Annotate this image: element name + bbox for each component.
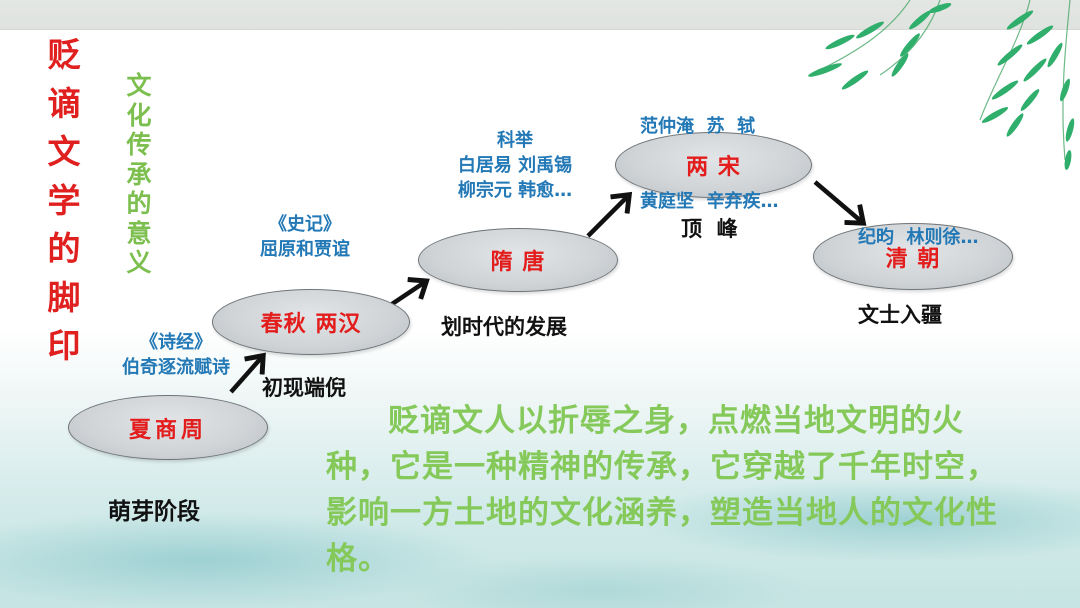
note-shiji-title: 《史记》: [269, 214, 341, 235]
title-char: 印: [47, 326, 81, 365]
stage-label-xia: 萌芽阶段: [108, 499, 200, 525]
top-banner-strip: [0, 0, 1080, 30]
era-chunqiu-lianghan: 春秋 两汉: [212, 289, 410, 355]
stage-label-qing: 文士入疆: [858, 303, 942, 327]
note-shijing-title: 《诗经》: [140, 332, 212, 353]
title-char: 脚: [47, 277, 81, 317]
subtitle-vertical: 文 化 传 承 的 意 义: [124, 73, 154, 280]
subtitle-char: 传: [126, 130, 152, 159]
note-song-poets: 范仲淹 苏 轼 黄庭坚 辛弃疾…: [640, 64, 820, 264]
note-shijing: 《诗经》 伯奇逐流赋诗: [96, 330, 256, 380]
stage-label-sui-tang: 划时代的发展: [441, 315, 567, 339]
title-char: 谪: [47, 83, 81, 123]
note-shijing-desc: 伯奇逐流赋诗: [122, 357, 230, 378]
era-sui-tang: 隋 唐: [418, 228, 618, 292]
willow-branches-decoration: [808, 0, 1075, 170]
stage-label-chunqiu: 初现端倪: [262, 376, 346, 400]
note-song-line1: 范仲淹 苏 轼: [640, 116, 756, 137]
summary-paragraph: 贬谪文人以折辱之身，点燃当地文明的火种，它是一种精神的传承，它穿越了千年时空，影…: [326, 403, 998, 577]
era-qing: 清 朝: [813, 223, 1013, 290]
note-shiji-desc: 屈原和贾谊: [260, 239, 350, 260]
subtitle-char: 承: [126, 159, 152, 189]
subtitle-char: 义: [126, 248, 152, 277]
subtitle-char: 化: [126, 100, 152, 130]
note-keju: 科举: [497, 130, 533, 151]
note-tang-poets: 科举 白居易 刘禹锡 柳宗元 韩愈…: [435, 128, 595, 203]
note-qing-people: 纪昀 林则徐…: [858, 175, 979, 300]
note-qing-line: 纪昀 林则徐…: [858, 227, 979, 248]
era-xia-shang-zhou: 夏商周: [68, 395, 268, 460]
subtitle-char: 意: [126, 218, 152, 248]
stage-label-song: 顶 峰: [681, 217, 738, 241]
note-tang-line1: 白居易 刘禹锡: [457, 155, 573, 176]
arrow-chunqiu-to-sui: [390, 282, 425, 306]
subtitle-char: 的: [126, 189, 152, 218]
note-song-line2: 黄庭坚 辛弃疾…: [640, 191, 779, 212]
subtitle-char: 文: [126, 71, 152, 100]
title-char: 的: [47, 229, 81, 268]
era-liang-song: 两 宋: [615, 132, 812, 198]
title-char: 学: [47, 180, 81, 220]
note-shiji: 《史记》 屈原和贾谊: [240, 212, 370, 262]
main-title-vertical: 贬 谪 文 学 的 脚 印: [44, 38, 84, 378]
title-char: 文: [47, 132, 81, 171]
title-char: 贬: [47, 35, 81, 74]
note-tang-line2: 柳宗元 韩愈…: [457, 180, 573, 201]
